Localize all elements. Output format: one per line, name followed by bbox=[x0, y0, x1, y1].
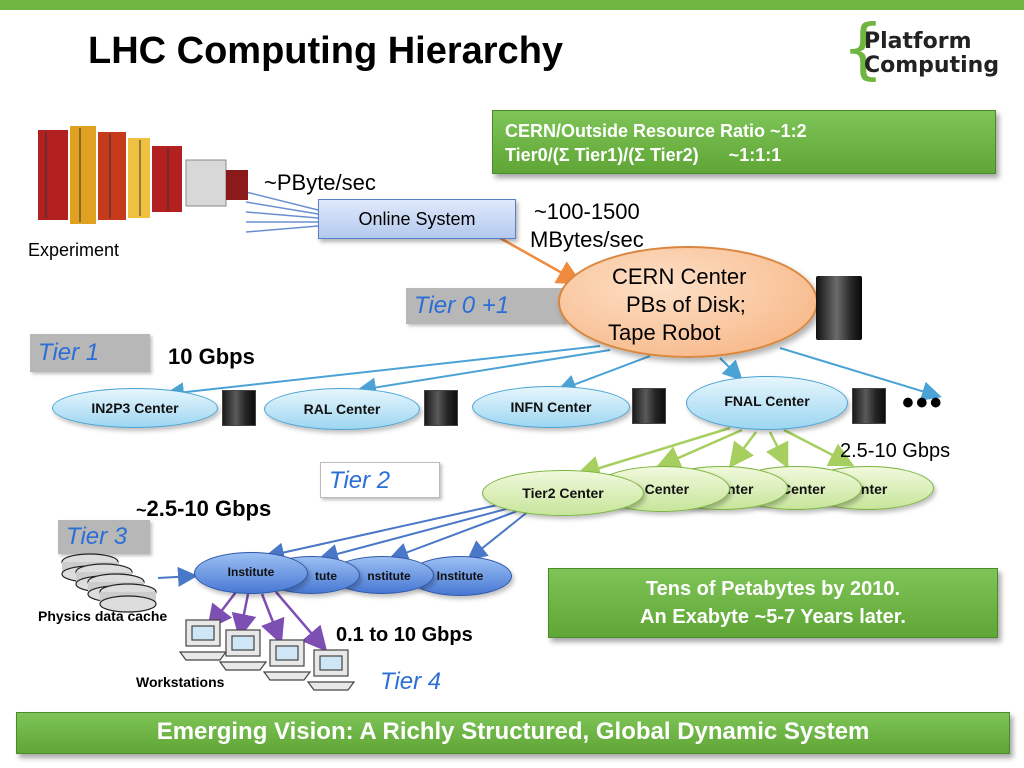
platform-computing-logo: { Platform Computing bbox=[842, 16, 1002, 86]
ral-server-icon bbox=[424, 390, 458, 426]
cern-server-rack-icon bbox=[816, 276, 862, 340]
institute-node-3: Institute bbox=[408, 556, 512, 596]
tier-0-1-label: Tier 0 +1 bbox=[406, 288, 566, 324]
mbytes-rate-label: ~100-1500 MBytes/sec bbox=[530, 199, 644, 252]
tier-3-label: Tier 3 bbox=[58, 520, 150, 554]
fnal-server-icon bbox=[852, 388, 886, 424]
tier1-center-fnal: FNAL Center bbox=[686, 376, 848, 430]
online-system-box: Online System bbox=[318, 199, 516, 239]
institute-node-main: Institute bbox=[194, 552, 308, 594]
petabytes-note-box: Tens of Petabytes by 2010. An Exabyte ~5… bbox=[548, 568, 998, 638]
tier1-center-in2p3: IN2P3 Center bbox=[52, 388, 218, 428]
tier4-bandwidth-label: 0.1 to 10 Gbps bbox=[336, 624, 473, 646]
tier-1-label: Tier 1 bbox=[30, 334, 150, 372]
tier1-center-ral: RAL Center bbox=[264, 388, 420, 430]
tier1-center-infn: INFN Center bbox=[472, 386, 630, 428]
top-accent-bar bbox=[0, 0, 1024, 10]
more-centers-ellipsis: ••• bbox=[902, 384, 944, 422]
logo-text: Platform Computing bbox=[864, 29, 1000, 78]
resource-ratio-box: CERN/Outside Resource Ratio ~1:2 Tier0/(… bbox=[492, 110, 996, 174]
tier1-bandwidth-label: 10 Gbps bbox=[168, 344, 255, 369]
infn-server-icon bbox=[632, 388, 666, 424]
tier-2-label: Tier 2 bbox=[320, 462, 440, 498]
tier3-bandwidth-label: ~2.5-10 Gbps bbox=[136, 496, 272, 521]
experiment-label: Experiment bbox=[28, 240, 120, 260]
page-title: LHC Computing Hierarchy bbox=[88, 30, 564, 72]
workstations-label: Workstations bbox=[136, 674, 225, 690]
pbyte-rate-label: ~PByte/sec bbox=[264, 170, 376, 195]
in2p3-server-icon bbox=[222, 390, 256, 426]
tier2-center-main: Tier2 Center bbox=[482, 470, 644, 516]
tier2-bandwidth-label: 2.5-10 Gbps bbox=[840, 440, 951, 462]
physics-data-cache-label: Physics data cache bbox=[38, 608, 168, 624]
cern-center-node: CERN Center PBs of Disk; Tape Robot bbox=[558, 246, 818, 358]
footer-banner: Emerging Vision: A Richly Structured, Gl… bbox=[16, 712, 1010, 754]
logo-brace-icon: { bbox=[842, 10, 884, 87]
tier-4-label: Tier 4 bbox=[380, 668, 442, 695]
